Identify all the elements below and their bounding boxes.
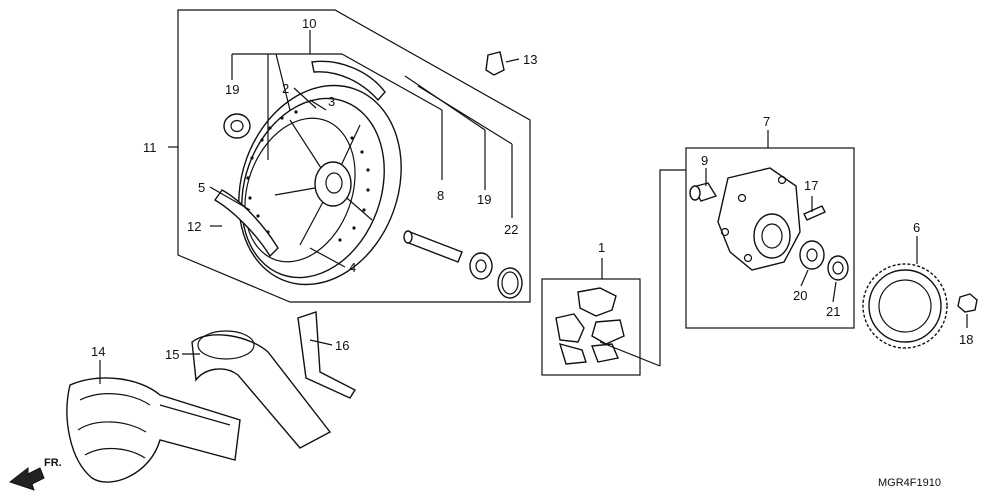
rear-wheel-rim [238, 84, 402, 286]
tube-band-top [311, 60, 386, 102]
wheel-damper-rubbers [555, 287, 625, 365]
callout-11: 11 [143, 140, 157, 155]
callout-9: 9 [701, 153, 708, 168]
callout-22: 22 [504, 222, 518, 237]
bearing-19-right [469, 252, 493, 280]
callout-labels: 10 19 2 3 11 5 12 4 8 19 22 13 1 7 9 17 … [91, 16, 973, 362]
callout-19-left: 19 [225, 82, 239, 97]
callout-20: 20 [793, 288, 807, 303]
damper-outline [541, 278, 641, 376]
callout-21: 21 [826, 304, 840, 319]
callout-4: 4 [349, 260, 356, 275]
inner-tube [191, 330, 332, 449]
bearing-19-left [223, 113, 251, 139]
valve-cap [485, 51, 505, 76]
callout-15: 15 [165, 347, 179, 362]
callout-14: 14 [91, 344, 105, 359]
front-marker: FR. [44, 457, 62, 469]
driven-flange-outline [685, 147, 855, 329]
leader-lines [99, 30, 968, 384]
callout-16: 16 [335, 338, 349, 353]
oil-seal [827, 255, 849, 281]
wheel-hub [314, 161, 352, 207]
axle-spacer [403, 230, 463, 263]
tire [66, 377, 241, 483]
callout-10: 10 [302, 16, 316, 31]
bearing-20 [799, 240, 825, 270]
callout-1: 1 [598, 240, 605, 255]
rim-strip [213, 189, 279, 258]
callout-18: 18 [959, 332, 973, 347]
wheel-assembly-outline [177, 9, 531, 303]
rim-band [297, 311, 356, 399]
callout-17: 17 [804, 178, 818, 193]
front-arrow-icon [8, 466, 45, 491]
damper-leader [599, 341, 661, 367]
callout-12: 12 [187, 219, 201, 234]
callout-2: 2 [282, 81, 289, 96]
callout-7: 7 [763, 114, 770, 129]
callout-5: 5 [198, 180, 205, 195]
callout-13: 13 [523, 52, 537, 67]
brake-disc-holes [246, 110, 370, 242]
damper-to-flange-line [659, 169, 686, 366]
collar [689, 182, 718, 202]
sprocket-nut [957, 293, 978, 313]
callout-19-right: 19 [477, 192, 491, 207]
callout-6: 6 [913, 220, 920, 235]
final-driven-sprocket [862, 263, 948, 349]
driven-flange [717, 167, 801, 271]
stud-bolt [803, 205, 826, 221]
diagram-code: MGR4F1910 [878, 477, 941, 489]
callout-3: 3 [328, 94, 335, 109]
callout-8: 8 [437, 188, 444, 203]
